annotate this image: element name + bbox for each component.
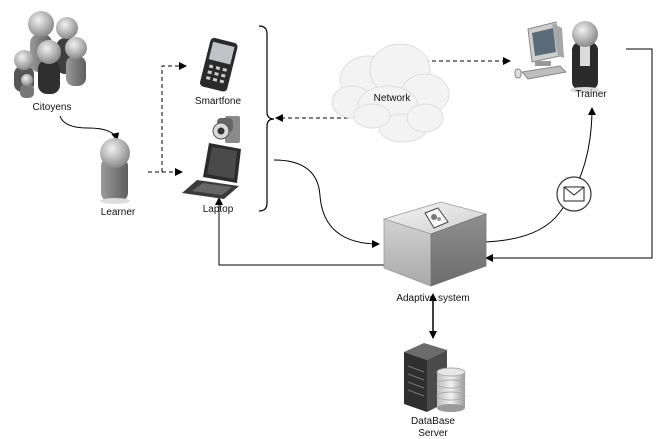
citoyens-label: Citoyens [33, 102, 72, 113]
laptop-icon [182, 143, 241, 199]
smartphone-icon [200, 37, 238, 92]
connector-laptop-system [273, 159, 380, 248]
devices-bracket [258, 25, 275, 212]
network-label: Network [374, 93, 412, 104]
learner-label: Learner [101, 207, 136, 218]
trainer-label: Trainer [575, 89, 607, 100]
cube-icon [382, 201, 488, 287]
laptop-label: Laptop [203, 204, 234, 215]
database-label-line2: Server [418, 428, 448, 439]
connector-learner-devices [148, 62, 187, 173]
connector-trainer-system [485, 48, 653, 262]
database-server-icon [404, 343, 466, 412]
people-group-icon [14, 11, 87, 98]
person-icon [100, 138, 130, 204]
connector-system-trainer [483, 107, 596, 243]
webcam-icon [212, 116, 240, 143]
smartphone-label: Smartfone [195, 96, 242, 107]
adaptive-system-label: Adaptive system [396, 293, 469, 304]
connector-citoyens-learner [59, 115, 120, 141]
database-label-line1: DataBase [411, 416, 455, 427]
desktop-computer-icon [514, 21, 568, 80]
person-icon [570, 21, 600, 93]
envelope-icon [556, 176, 592, 212]
cloud-icon [331, 43, 450, 143]
connector-system-laptop [215, 197, 388, 266]
